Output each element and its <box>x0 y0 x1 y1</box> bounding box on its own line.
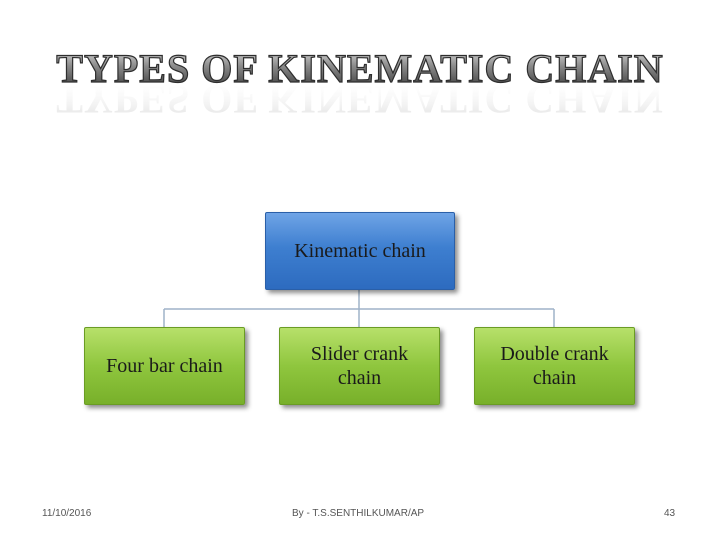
title-text: TYPES OF KINEMATIC CHAIN <box>56 46 663 91</box>
node-four-bar-chain: Four bar chain <box>84 327 245 405</box>
node-label-line: Slider crank <box>310 343 409 365</box>
slide-title: TYPES OF KINEMATIC CHAIN TYPES OF KINEMA… <box>0 40 720 120</box>
title-reflection: TYPES OF KINEMATIC CHAIN <box>56 77 663 120</box>
footer-page-number: 43 <box>664 508 676 519</box>
node-kinematic-chain: Kinematic chain <box>265 212 455 290</box>
node-label-line: chain <box>532 367 577 389</box>
node-slider-crank-chain: Slider crank chain <box>279 327 440 405</box>
node-label: Kinematic chain <box>294 240 426 262</box>
node-label-line: Double crank <box>500 343 609 365</box>
node-label: Slider crank chain <box>311 342 408 390</box>
node-label: Four bar chain <box>106 355 223 377</box>
footer-date: 11/10/2016 <box>42 508 92 519</box>
footer-author: By - T.S.SENTHILKUMAR/AP <box>292 508 425 519</box>
node-label: Double crank chain <box>500 342 608 390</box>
node-label-line: chain <box>337 367 382 389</box>
node-double-crank-chain: Double crank chain <box>474 327 635 405</box>
